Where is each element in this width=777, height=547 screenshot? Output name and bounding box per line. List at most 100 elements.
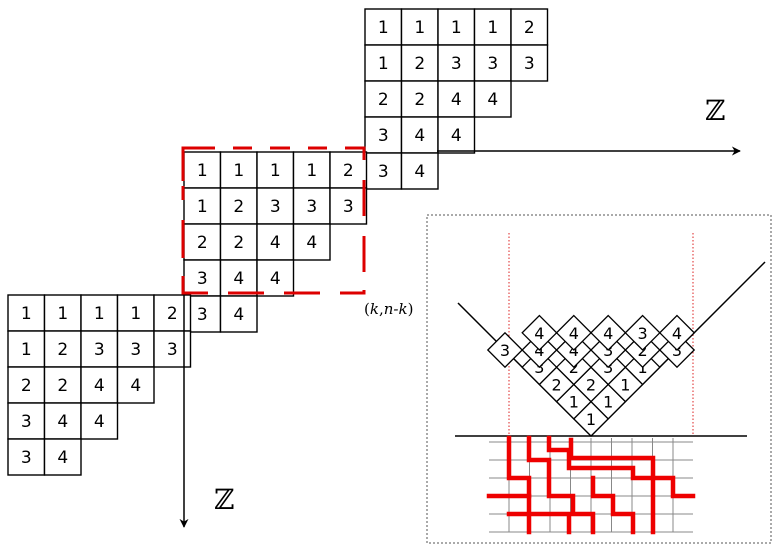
- pyramid-value: 1: [569, 393, 579, 412]
- top-cell: 4: [437, 80, 476, 118]
- bottom-cell: 4: [80, 366, 119, 404]
- middle-cell: 1: [183, 187, 222, 225]
- pyramid-cell: 4: [521, 314, 558, 351]
- top-cell-value: 1: [378, 54, 389, 74]
- bottom-cell-value: 1: [57, 304, 68, 324]
- bottom-cell-value: 3: [167, 340, 178, 360]
- top-cell-box: [437, 116, 476, 154]
- bottom-cell: 3: [7, 438, 46, 476]
- bottom-cell: 3: [80, 330, 119, 368]
- top-cell-box: [400, 80, 439, 118]
- top-cell: 1: [473, 8, 512, 46]
- lattice-path-6: [590, 475, 636, 535]
- pyramid-value: 1: [620, 375, 630, 394]
- bottom-cell: 1: [7, 330, 46, 368]
- middle-cell-value: 2: [197, 233, 208, 253]
- lattice-path-2: [526, 435, 596, 535]
- pyramid-cell: 4: [555, 314, 592, 351]
- coord-k: k: [370, 300, 379, 318]
- top-cell-box: [400, 152, 439, 190]
- bottom-cell-value: 4: [130, 376, 141, 396]
- inset-panel: 111221323134432344434: [426, 214, 772, 544]
- bottom-cell-value: 2: [21, 376, 32, 396]
- top-cell-value: 2: [378, 90, 389, 110]
- pyramid-cell: 3: [486, 331, 524, 369]
- bottom-cell-value: 1: [94, 304, 105, 324]
- bottom-cell: 3: [116, 330, 155, 368]
- pyramid-value: 4: [603, 324, 613, 343]
- highlight-box: [181, 146, 366, 295]
- bottom-cell-box: [116, 330, 155, 368]
- bottom-cell-value: 4: [57, 412, 68, 432]
- bottom-cell-value: 4: [57, 448, 68, 468]
- bottom-cell-value: 4: [94, 376, 105, 396]
- top-cell: 3: [364, 116, 403, 154]
- bottom-cell: 3: [7, 402, 46, 440]
- top-cell-box: [510, 44, 549, 82]
- middle-cell-value: 4: [270, 233, 281, 253]
- pyramid-value: 4: [534, 324, 544, 343]
- lattice-paths: [486, 435, 696, 535]
- bottom-cell: 2: [43, 330, 82, 368]
- bottom-cell: 4: [43, 438, 82, 476]
- top-cell-box: [400, 116, 439, 154]
- middle-cell-value: 4: [306, 233, 317, 253]
- middle-cell: 2: [329, 151, 368, 189]
- top-cell-value: 4: [414, 162, 425, 182]
- coord-n-minus-k: n-k: [384, 300, 408, 318]
- top-cell: 3: [437, 44, 476, 82]
- middle-cell-box: [219, 295, 258, 333]
- bottom-cell-value: 2: [57, 376, 68, 396]
- middle-cell-value: 1: [306, 161, 317, 181]
- middle-cell-value: 1: [233, 161, 244, 181]
- middle-cell-box: [292, 223, 331, 261]
- pyramid-diamond: [521, 314, 558, 351]
- pyramid-value: 2: [586, 375, 596, 394]
- bottom-cell-value: 3: [21, 412, 32, 432]
- middle-cell: 3: [183, 259, 222, 297]
- pyramid-value: 1: [603, 393, 613, 412]
- middle-cell: 2: [183, 223, 222, 261]
- top-cell-box: [364, 44, 403, 82]
- middle-cell: 4: [219, 259, 258, 297]
- top-cell: 3: [510, 44, 549, 82]
- middle-cell-value: 4: [270, 269, 281, 289]
- middle-cell-value: 3: [197, 305, 208, 325]
- top-cell-value: 4: [487, 90, 498, 110]
- middle-cell-value: 3: [270, 197, 281, 217]
- top-cell: 1: [364, 44, 403, 82]
- top-cell-value: 2: [524, 18, 535, 38]
- pyramid-value: 3: [638, 324, 648, 343]
- middle-cell-value: 1: [270, 161, 281, 181]
- middle-cell-value: 2: [233, 233, 244, 253]
- middle-cell: 4: [256, 223, 295, 261]
- pyramid-diamond: [486, 331, 524, 369]
- top-cell: 2: [510, 8, 549, 46]
- middle-cell-box: [219, 223, 258, 261]
- bottom-cell-value: 1: [21, 304, 32, 324]
- bottom-cell-box: [7, 402, 46, 440]
- middle-cell: 2: [219, 223, 258, 261]
- middle-cell: 3: [292, 187, 331, 225]
- top-cell-value: 1: [378, 18, 389, 38]
- bottom-cell: 2: [43, 366, 82, 404]
- top-cell: 2: [400, 44, 439, 82]
- middle-cell: 4: [219, 295, 258, 333]
- top-cell-value: 3: [378, 126, 389, 146]
- bottom-cell-value: 3: [21, 448, 32, 468]
- bottom-cell: 4: [116, 366, 155, 404]
- middle-cell-value: 3: [306, 197, 317, 217]
- pyramid: 111221323134432344434: [486, 314, 696, 437]
- pyramid-diamond: [590, 314, 627, 351]
- middle-cell-box: [183, 151, 222, 189]
- middle-cell: 4: [292, 223, 331, 261]
- pyramid-cell: 3: [624, 314, 661, 351]
- horizontal-axis-label: ℤ: [705, 94, 725, 127]
- middle-cell-value: 3: [343, 197, 354, 217]
- bottom-cell: 2: [153, 294, 192, 332]
- middle-cell-value: 2: [233, 197, 244, 217]
- middle-cell-value: 4: [233, 269, 244, 289]
- middle-cell-value: 1: [197, 161, 208, 181]
